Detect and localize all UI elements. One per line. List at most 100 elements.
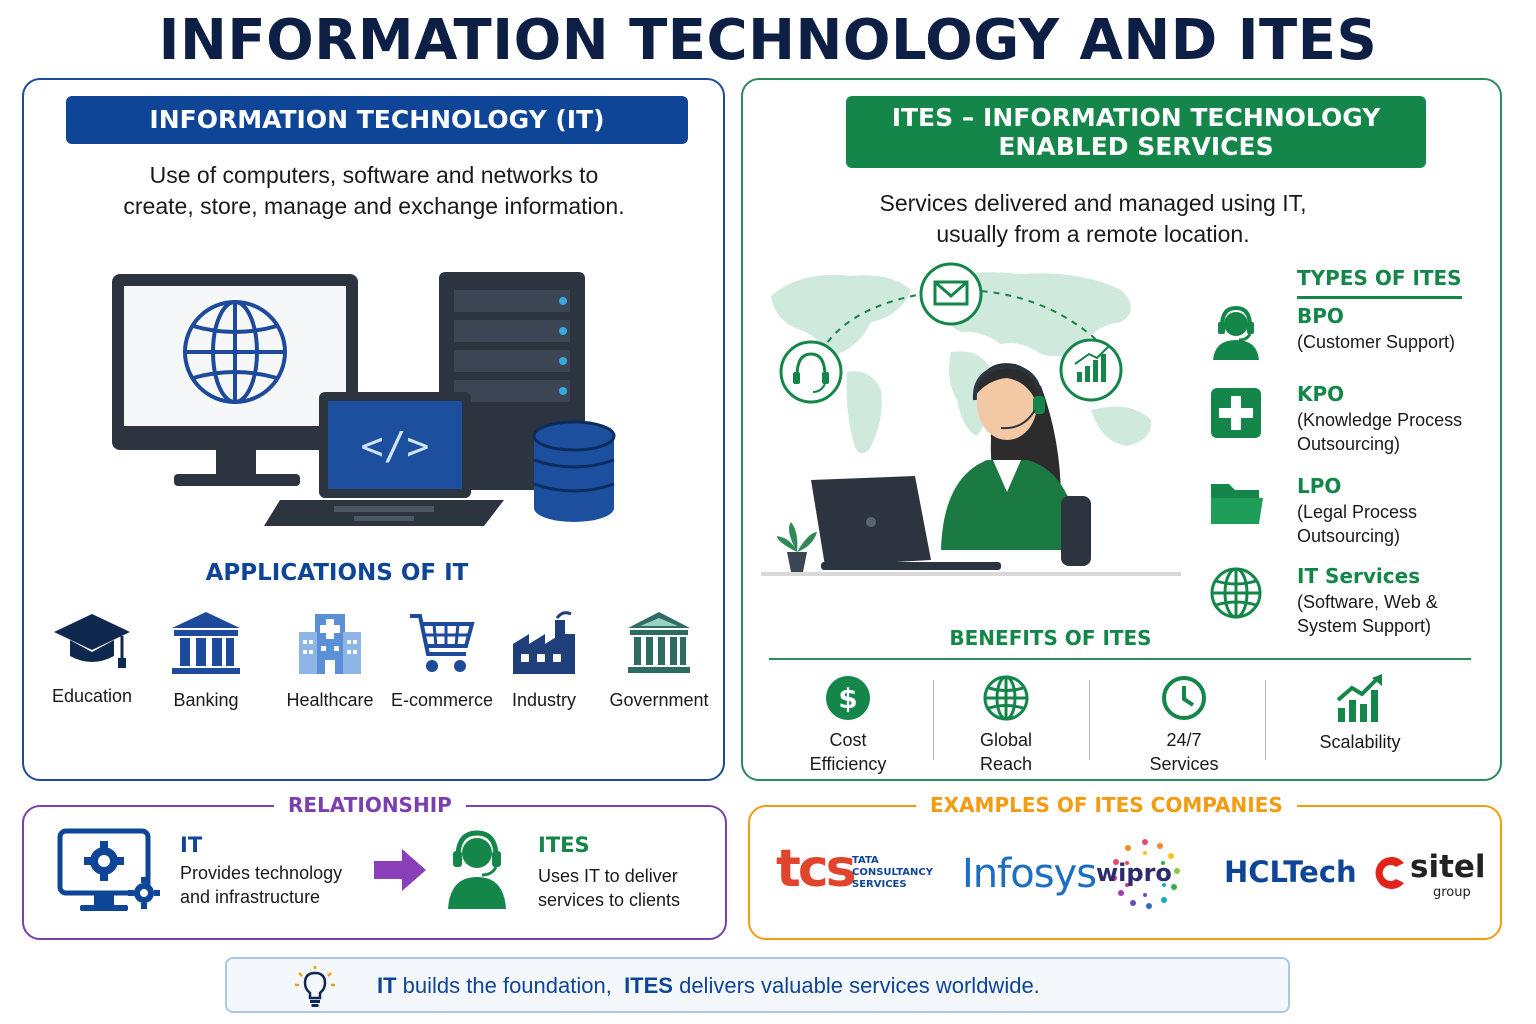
computer-gear-icon <box>57 828 160 911</box>
benefit-label-cost: Cost Efficiency <box>773 728 923 776</box>
app-government: Government <box>599 610 719 711</box>
benefit-cost-efficiency: $ Cost Efficiency <box>773 674 923 776</box>
benefit-separator <box>1265 680 1266 760</box>
sitel-wordmark: sitel <box>1410 849 1486 885</box>
globe-icon <box>983 675 1029 721</box>
medical-cross-icon <box>1211 388 1261 438</box>
app-banking: Banking <box>146 610 266 711</box>
ites-panel: ITES – INFORMATION TECHNOLOGY ENABLED SE… <box>741 78 1502 781</box>
arrow-right-icon <box>374 849 426 891</box>
footer-banner: IT builds the foundation, ITES delivers … <box>225 957 1290 1013</box>
type-desc-it-services: (Software, Web & System Support) <box>1297 590 1497 638</box>
wipro-dots-icon <box>1111 839 1180 909</box>
remote-agent-illustration <box>761 262 1181 576</box>
chart-circle-icon <box>1059 338 1123 402</box>
dollar-icon: $ <box>826 676 870 720</box>
sitel-swoosh-icon <box>1375 857 1404 889</box>
database-icon <box>532 420 616 522</box>
relationship-ites-desc-line1: Uses IT to deliver <box>538 866 678 886</box>
relationship-panel: RELATIONSHIP IT Provides technology and … <box>22 793 728 940</box>
benefit-cost-line1: Cost <box>829 730 867 750</box>
shopping-cart-icon <box>410 614 475 672</box>
relationship-it-desc: Provides technology and infrastructure <box>180 861 370 909</box>
folder-icon <box>1211 484 1263 524</box>
type-name-kpo: KPO <box>1297 382 1345 406</box>
laptop-icon <box>811 476 1001 570</box>
bank-icon <box>172 612 240 674</box>
computer-hardware-illustration: </> <box>112 272 616 526</box>
it-description-line1: Use of computers, software and networks … <box>149 162 599 188</box>
support-agent-icon <box>1213 305 1259 360</box>
app-education: Education <box>32 610 152 707</box>
type-name-lpo: LPO <box>1297 474 1342 498</box>
app-label-government: Government <box>609 690 709 710</box>
page-title: INFORMATION TECHNOLOGY AND ITES <box>158 8 1378 73</box>
relationship-ites-name: ITES <box>538 833 590 857</box>
type-desc-lpo-line1: (Legal Process <box>1297 502 1418 522</box>
growth-chart-icon <box>1336 674 1382 722</box>
relationship-title: RELATIONSHIP <box>274 793 466 817</box>
globe-icon <box>183 300 287 404</box>
types-title: TYPES OF ITES <box>1297 266 1462 299</box>
app-industry: Industry <box>484 610 604 711</box>
benefit-label-scalability: Scalability <box>1285 730 1435 754</box>
benefit-separator <box>933 680 934 760</box>
it-panel: INFORMATION TECHNOLOGY (IT) Use of compu… <box>22 78 725 781</box>
applications-title: APPLICATIONS OF IT <box>205 560 469 586</box>
relationship-ites-desc: Uses IT to deliver services to clients <box>538 864 728 912</box>
company-hcltech-logo: HCLTech <box>1224 855 1357 889</box>
relationship-ites-desc-line2: services to clients <box>538 890 681 910</box>
type-desc-it-services-line2: System Support) <box>1297 616 1432 636</box>
company-wipro-logo: wipro <box>1096 837 1188 911</box>
type-desc-it-services-line1: (Software, Web & <box>1297 592 1438 612</box>
benefit-separator <box>1089 680 1090 760</box>
app-ecommerce: E-commerce <box>382 610 502 711</box>
type-desc-lpo-line2: Outsourcing) <box>1297 526 1401 546</box>
footer-ites: ITES <box>624 973 673 998</box>
lightbulb-icon <box>295 966 335 1007</box>
globe-icon <box>1210 567 1262 619</box>
benefit-label-global: Global Reach <box>931 728 1081 776</box>
relationship-it-desc-line2: and infrastructure <box>180 887 321 907</box>
benefits-divider <box>769 658 1471 660</box>
type-name-it-services: IT Services <box>1297 564 1421 588</box>
footer-text-2: delivers valuable services worldwide. <box>672 973 1040 998</box>
government-building-icon <box>628 612 690 673</box>
benefit-cost-line2: Efficiency <box>809 754 887 774</box>
ites-description: Services delivered and managed using IT,… <box>813 188 1373 250</box>
footer-message: IT builds the foundation, ITES delivers … <box>377 973 1040 999</box>
tcs-tagline-line2: CONSULTANCY <box>852 867 933 878</box>
app-label-ecommerce: E-commerce <box>390 690 493 710</box>
tcs-wordmark: tcs <box>776 839 857 899</box>
ites-header-line2: ENABLED SERVICES <box>998 132 1274 161</box>
ites-description-line1: Services delivered and managed using IT, <box>879 190 1307 216</box>
benefits-title: BENEFITS OF ITES <box>949 626 1152 650</box>
benefit-24-7-line1: 24/7 <box>1166 730 1202 750</box>
clock-icon <box>1162 676 1206 720</box>
type-desc-kpo-line1: (Knowledge Process <box>1297 410 1463 430</box>
app-label-banking: Banking <box>173 690 239 710</box>
monitor-icon <box>112 274 358 486</box>
svg-text:$: $ <box>838 682 857 715</box>
tcs-tagline-line1: TATA <box>852 855 879 866</box>
wipro-wordmark: wipro <box>1096 859 1172 887</box>
app-label-education: Education <box>51 686 133 706</box>
hospital-icon <box>299 614 361 674</box>
factory-icon <box>513 611 575 674</box>
relationship-it-name: IT <box>180 833 203 857</box>
type-desc-bpo-line1: (Customer Support) <box>1297 332 1456 352</box>
company-infosys-logo: Infosys <box>962 851 1097 897</box>
benefit-global-line1: Global <box>979 730 1033 750</box>
it-description: Use of computers, software and networks … <box>64 160 684 222</box>
type-name-bpo: BPO <box>1297 304 1344 328</box>
mail-circle-icon <box>919 262 983 326</box>
headset-circle-icon <box>779 340 843 404</box>
footer-it: IT <box>377 973 397 998</box>
tcs-tagline-line3: SERVICES <box>852 879 907 890</box>
ites-header: ITES – INFORMATION TECHNOLOGY ENABLED SE… <box>846 96 1426 168</box>
benefit-24-7-line2: Services <box>1149 754 1219 774</box>
tcs-tagline: TATA CONSULTANCY SERVICES <box>852 855 933 891</box>
app-label-healthcare: Healthcare <box>286 690 374 710</box>
app-healthcare: Healthcare <box>270 610 390 711</box>
examples-title: EXAMPLES OF ITES COMPANIES <box>916 793 1297 817</box>
